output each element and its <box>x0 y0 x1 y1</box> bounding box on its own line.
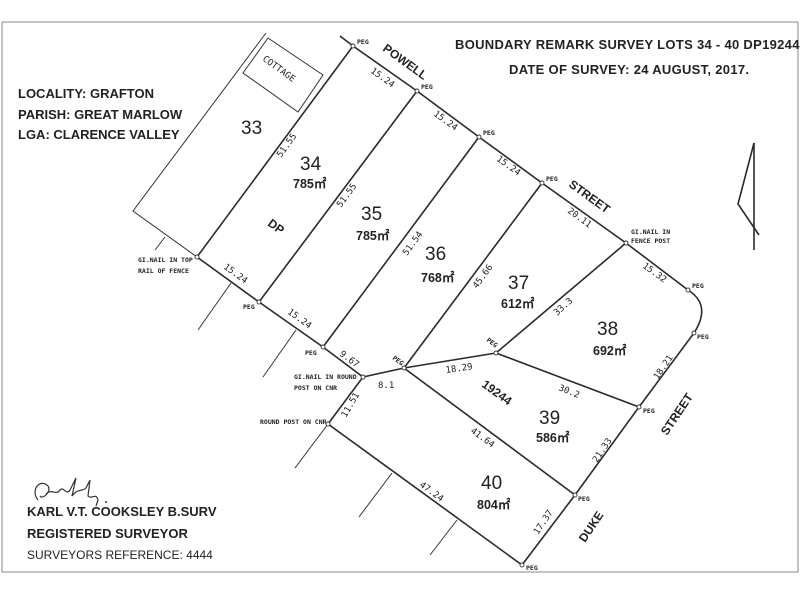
gi-nail-fence-post-label: FENCE POST <box>631 237 670 245</box>
lot-number: 34 <box>300 154 322 175</box>
surveyor-signature <box>34 477 107 507</box>
gi-nail-top-rail-label: RAIL OF FENCE <box>138 267 189 275</box>
sheet-border <box>1 21 799 573</box>
lot-number: 39 <box>539 408 560 429</box>
survey-title: BOUNDARY REMARK SURVEY LOTS 34 - 40 DP19… <box>455 37 800 52</box>
round-post-label: ROUND POST ON CNR <box>260 418 327 426</box>
lot-area: 785㎡ <box>356 228 390 243</box>
gi-nail-round-post-label: GI.NAIL IN ROUND <box>294 373 357 381</box>
peg-label: PEG <box>357 38 369 46</box>
lot-number: 33 <box>241 118 262 139</box>
peg-label: PEG <box>243 303 255 311</box>
lot-number: 40 <box>481 473 502 494</box>
peg-label: PEG <box>643 407 655 415</box>
peg-label: PEG <box>692 282 704 290</box>
peg-label: PEG <box>578 495 590 503</box>
lot-area: 804㎡ <box>477 497 511 512</box>
peg-markers <box>194 43 697 568</box>
parish: PARISH: GREAT MARLOW <box>18 107 183 122</box>
peg-label: PEG <box>421 83 433 91</box>
north-arrow-icon <box>737 142 760 250</box>
peg-label: PEG <box>546 175 558 183</box>
survey-date: DATE OF SURVEY: 24 AUGUST, 2017. <box>509 62 749 77</box>
lot-area: 785㎡ <box>293 176 327 191</box>
lot-number: 37 <box>508 273 529 294</box>
locality: LOCALITY: GRAFTON <box>18 86 154 101</box>
lga: LGA: CLARENCE VALLEY <box>18 127 180 142</box>
gi-nail-top-rail-label: GI.NAIL IN TOP <box>138 256 193 264</box>
cottage-outline <box>242 37 324 113</box>
lot-number: 38 <box>597 319 618 340</box>
lot-number: 36 <box>425 244 446 265</box>
peg-label: PEG <box>526 564 538 572</box>
surveyor-title: REGISTERED SURVEYOR <box>27 526 188 541</box>
lot-area: 692㎡ <box>593 343 627 358</box>
dimension: 18.29 <box>445 362 473 376</box>
gi-nail-fence-post-label: GI.NAIL IN <box>631 228 670 236</box>
surveyor-name: KARL V.T. COOKSLEY B.SURV <box>27 504 217 519</box>
lot-area: 612㎡ <box>501 296 535 311</box>
peg-label: PEG <box>483 129 495 137</box>
peg-label: PEG <box>305 349 317 357</box>
peg-label: PEG <box>697 333 709 341</box>
dimension: 8.1 <box>378 381 394 391</box>
lot-area: 768㎡ <box>421 270 455 285</box>
lot-number: 35 <box>361 204 382 225</box>
lot-area: 586㎡ <box>536 430 570 445</box>
gi-nail-round-post-label: POST ON CNR <box>294 384 337 392</box>
surveyor-reference: SURVEYORS REFERENCE: 4444 <box>27 548 213 562</box>
